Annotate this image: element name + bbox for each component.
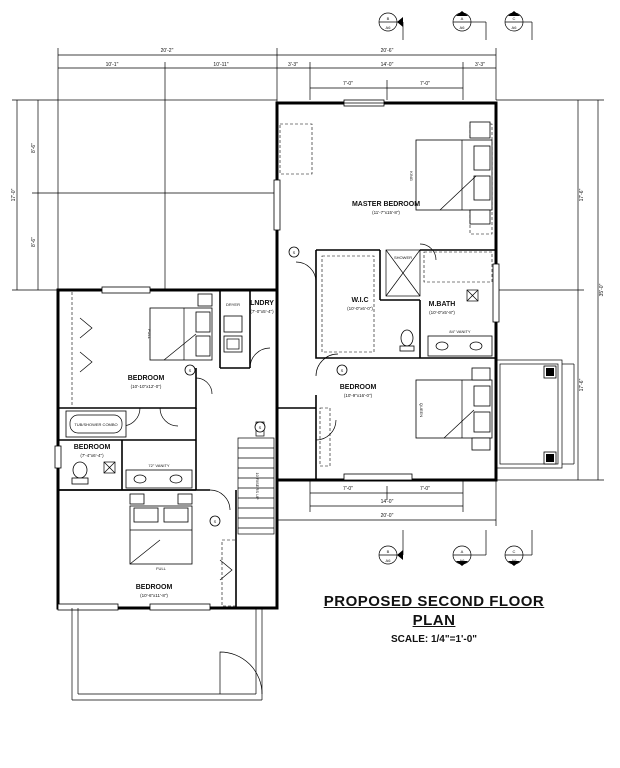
dim-bot-sub1: 7'-0": [343, 486, 353, 492]
smoke-detectors: S S S S S: [184, 246, 348, 527]
porch-below: [71, 608, 263, 701]
right-wing-walls: [273, 99, 500, 482]
smoke-detector-icon: S: [336, 364, 348, 376]
marker-sheet: A6: [386, 558, 392, 563]
marker-letter: A: [461, 549, 464, 554]
marker-letter: B: [387, 549, 390, 554]
plan-title-line2: PLAN: [412, 612, 456, 629]
section-marker-b-bottom: B A6: [378, 530, 404, 565]
top-dimensions: 20'-2" 20'-6" 10'-1" 10'-11" 3'-3" 14'-0…: [57, 48, 497, 100]
full-bed-lower-label: FULL: [156, 566, 167, 571]
room-size-mbath: (10'-0"x5'-8"): [429, 310, 455, 315]
hall-vanity-label: 72" VANITY: [148, 463, 169, 468]
dim-top-left-a: 10'-1": [106, 62, 119, 68]
dim-bot-mid: 14'-0": [381, 499, 394, 505]
room-name-mbath: M.BATH: [429, 301, 456, 308]
svg-text:S: S: [259, 425, 262, 430]
section-markers-bottom: B A6 A A6 C A6: [378, 530, 533, 566]
room-size-master: (11'-7"x15'-8"): [372, 210, 400, 215]
dim-left-b: 8'-6": [31, 237, 37, 247]
svg-text:S: S: [341, 368, 344, 373]
section-marker-c-top: C A6: [504, 11, 533, 40]
dim-top-r1: 3'-3": [288, 62, 298, 68]
marker-letter: C: [513, 16, 516, 21]
dim-top-r2: 14'-0": [381, 62, 394, 68]
right-dimensions: 35'-0" 17'-6" 17'-6": [496, 99, 605, 481]
queen-bed-label: QUEEN: [419, 403, 424, 417]
room-size-bedroom-right: (10'-9"x16'-0"): [344, 393, 373, 398]
dim-right-a: 17'-6": [579, 188, 585, 201]
room-size-bedroom-small: (7'-4"x6'-4"): [80, 453, 104, 458]
marker-sheet: A6: [460, 558, 466, 563]
open-to-below-area: [57, 99, 278, 291]
smoke-detector-icon: S: [254, 421, 266, 433]
dim-left-a: 8'-6": [31, 143, 37, 153]
svg-text:S: S: [189, 368, 192, 373]
marker-letter: B: [387, 16, 390, 21]
marker-sheet: A6: [386, 25, 392, 30]
smoke-detector-icon: S: [184, 364, 196, 376]
smoke-detector-icon: S: [288, 246, 300, 258]
dim-right-b: 17'-6": [579, 378, 585, 391]
plan-scale: SCALE: 1/4"=1'-0": [390, 634, 478, 645]
bottom-dimensions: 7'-0" 7'-0" 14'-0" 20'-0": [276, 480, 497, 526]
marker-sheet: A6: [512, 558, 518, 563]
plan-title-block: PROPOSED SECOND FLOOR PLAN SCALE: 1/4"=1…: [312, 592, 556, 645]
dim-top-sub2: 7'-0": [420, 81, 430, 87]
full-bed-label: FULL: [147, 329, 152, 340]
room-labels: MASTER BEDROOM (11'-7"x15'-8") BEDROOM (…: [74, 201, 471, 598]
queen-bed: QUEEN: [415, 367, 493, 451]
dim-top-r3: 3'-3": [475, 62, 485, 68]
section-marker-a-bottom: A A6: [452, 530, 487, 566]
svg-text:S: S: [214, 519, 217, 524]
king-bed: KING: [409, 121, 493, 225]
section-marker-c-bottom: C A6: [504, 530, 533, 566]
marker-sheet: A6: [460, 25, 466, 30]
section-marker-a-top: A A6: [452, 11, 487, 40]
king-bed-label: KING: [409, 171, 414, 181]
room-name-laundry: LNDRY: [250, 300, 274, 307]
section-markers-top: B A6 A A6 C A6: [378, 11, 533, 40]
room-size-wic: (10'-0"x6'-0"): [347, 306, 373, 311]
mbath-vanity-label: 84" VANITY: [449, 329, 470, 334]
marker-sheet: A6: [512, 25, 518, 30]
room-size-bedroom-bottom: (10'-6"x11'-8"): [140, 593, 168, 598]
tub-label: TUB/SHOWER COMBO: [74, 422, 117, 427]
left-dimensions: 17'-0" 8'-6" 8'-6": [11, 99, 58, 291]
room-size-laundry: (7'-0"x5'-4"): [250, 309, 274, 314]
room-name-bedroom-small: BEDROOM: [74, 444, 111, 451]
balcony-right: [495, 359, 575, 469]
stair-note: 10 RISERS UP: [255, 472, 260, 499]
smoke-detector-icon: S: [209, 515, 221, 527]
room-name-bedroom-right: BEDROOM: [340, 384, 377, 391]
room-name-bedroom-top-left: BEDROOM: [128, 375, 165, 382]
left-wing-walls: FULL 10 RISERS UP: [54, 286, 279, 611]
room-name-wic: W.I.C: [351, 297, 368, 304]
room-size-bedroom-top-left: (10'-10"x12'-0"): [131, 384, 162, 389]
marker-letter: A: [461, 16, 464, 21]
section-marker-b-top: B A6: [378, 12, 404, 40]
dryer-label: DRYER: [226, 302, 240, 307]
dim-bot-overall: 20'-0": [381, 513, 394, 519]
svg-text:S: S: [293, 250, 296, 255]
dim-left-overall: 17'-0": [11, 188, 17, 201]
marker-letter: C: [513, 549, 516, 554]
shower-label: SHOWER: [394, 255, 412, 260]
room-name-bedroom-bottom: BEDROOM: [136, 584, 173, 591]
dim-right-overall: 35'-0": [599, 283, 605, 296]
dim-top-right-overall: 20'-6": [381, 48, 394, 54]
room-name-master: MASTER BEDROOM: [352, 201, 420, 208]
dim-top-left-overall: 20'-2": [161, 48, 174, 54]
dim-top-left-b: 10'-11": [213, 62, 228, 68]
dim-bot-sub2: 7'-0": [420, 486, 430, 492]
plan-title-line1: PROPOSED SECOND FLOOR: [323, 593, 545, 610]
dim-top-sub1: 7'-0": [343, 81, 353, 87]
